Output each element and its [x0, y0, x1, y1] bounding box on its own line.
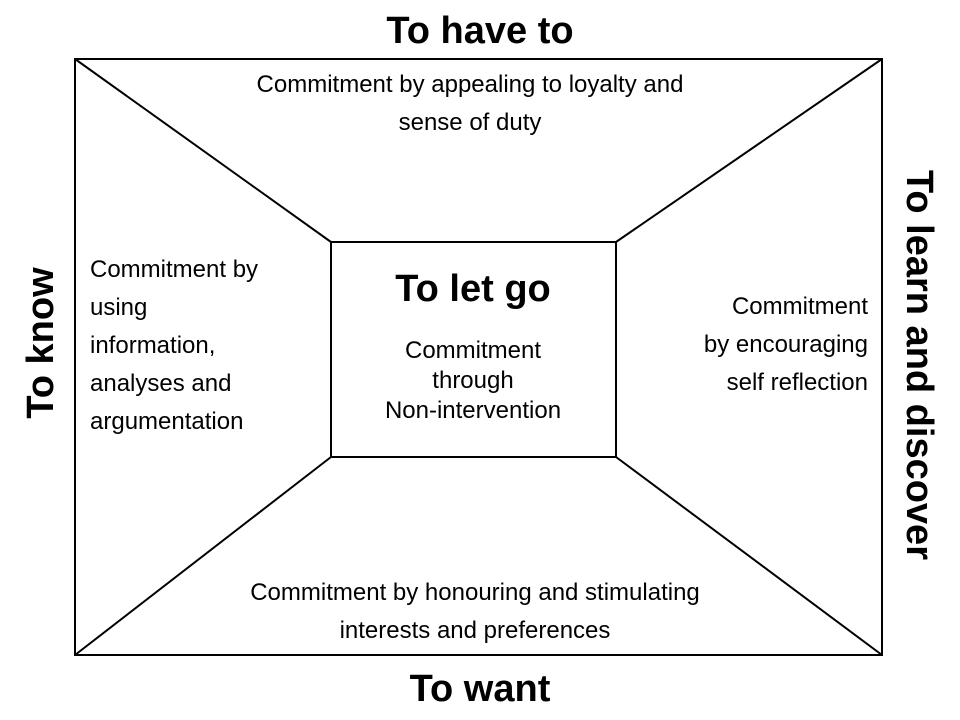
region-right-line: self reflection [726, 369, 868, 396]
center-line: through [432, 367, 514, 394]
center-text: Commitment through Non-intervention [332, 336, 614, 426]
region-top-text: Commitment by appealing to loyalty and s… [130, 66, 810, 142]
diagonal-top-right [615, 58, 883, 243]
region-right-text: Commitment by encouraging self reflectio… [628, 288, 868, 402]
region-left-text: Commitment by using information, analyse… [90, 251, 320, 441]
region-left-line: argumentation [90, 408, 244, 435]
region-right-line: by encouraging [703, 331, 868, 358]
region-right-line: Commitment [731, 293, 868, 320]
region-bottom-text: Commitment by honouring and stimulating … [130, 574, 820, 650]
inner-rectangle [330, 241, 617, 458]
center-line: Non-intervention [384, 397, 562, 424]
region-left-line: information, [90, 332, 216, 359]
region-top-line: Commitment by appealing to loyalty and [256, 71, 684, 98]
diagonal-bottom-right [615, 456, 883, 656]
label-to-have-to: To have to [386, 10, 574, 52]
label-to-know: To know [20, 267, 62, 419]
outer-rectangle [74, 58, 883, 656]
label-to-want: To want [409, 668, 551, 710]
center-line: Commitment [404, 337, 542, 364]
region-bottom-line: interests and preferences [339, 617, 611, 644]
label-to-learn-and-discover: To learn and discover [898, 170, 940, 560]
region-top-line: sense of duty [398, 109, 542, 136]
region-left-line: analyses and [90, 370, 232, 397]
region-left-line: using [90, 294, 148, 321]
region-bottom-line: Commitment by honouring and stimulating [250, 579, 700, 606]
diagonal-bottom-left [74, 456, 332, 656]
diagonal-top-left [74, 58, 332, 243]
region-left-line: Commitment by [90, 256, 259, 283]
center-title: To let go [395, 268, 551, 310]
